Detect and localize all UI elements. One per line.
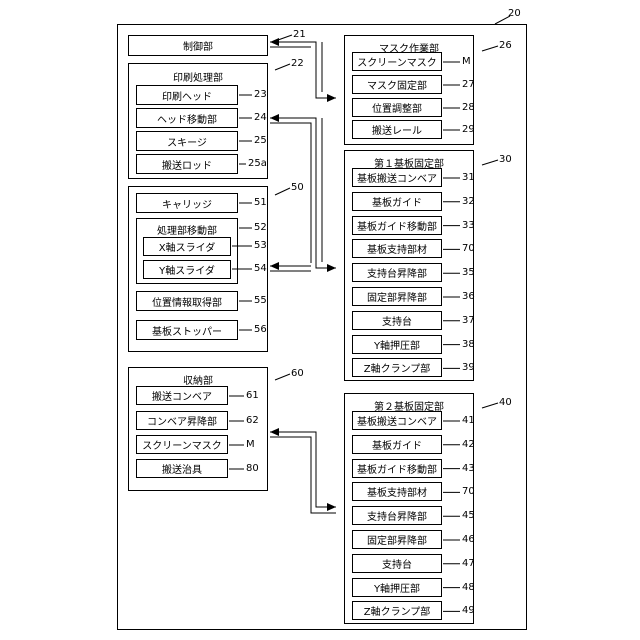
leader-20 [495,16,510,24]
leader-22 [275,64,290,70]
leader-50 [275,188,290,195]
leader-26 [482,46,498,51]
bus-control-mask [270,42,336,98]
bus-storage-fixing2 [270,432,336,507]
leader-30 [482,160,498,165]
leader-60 [275,374,290,380]
leader-21 [278,35,292,40]
leader-40 [482,403,498,408]
